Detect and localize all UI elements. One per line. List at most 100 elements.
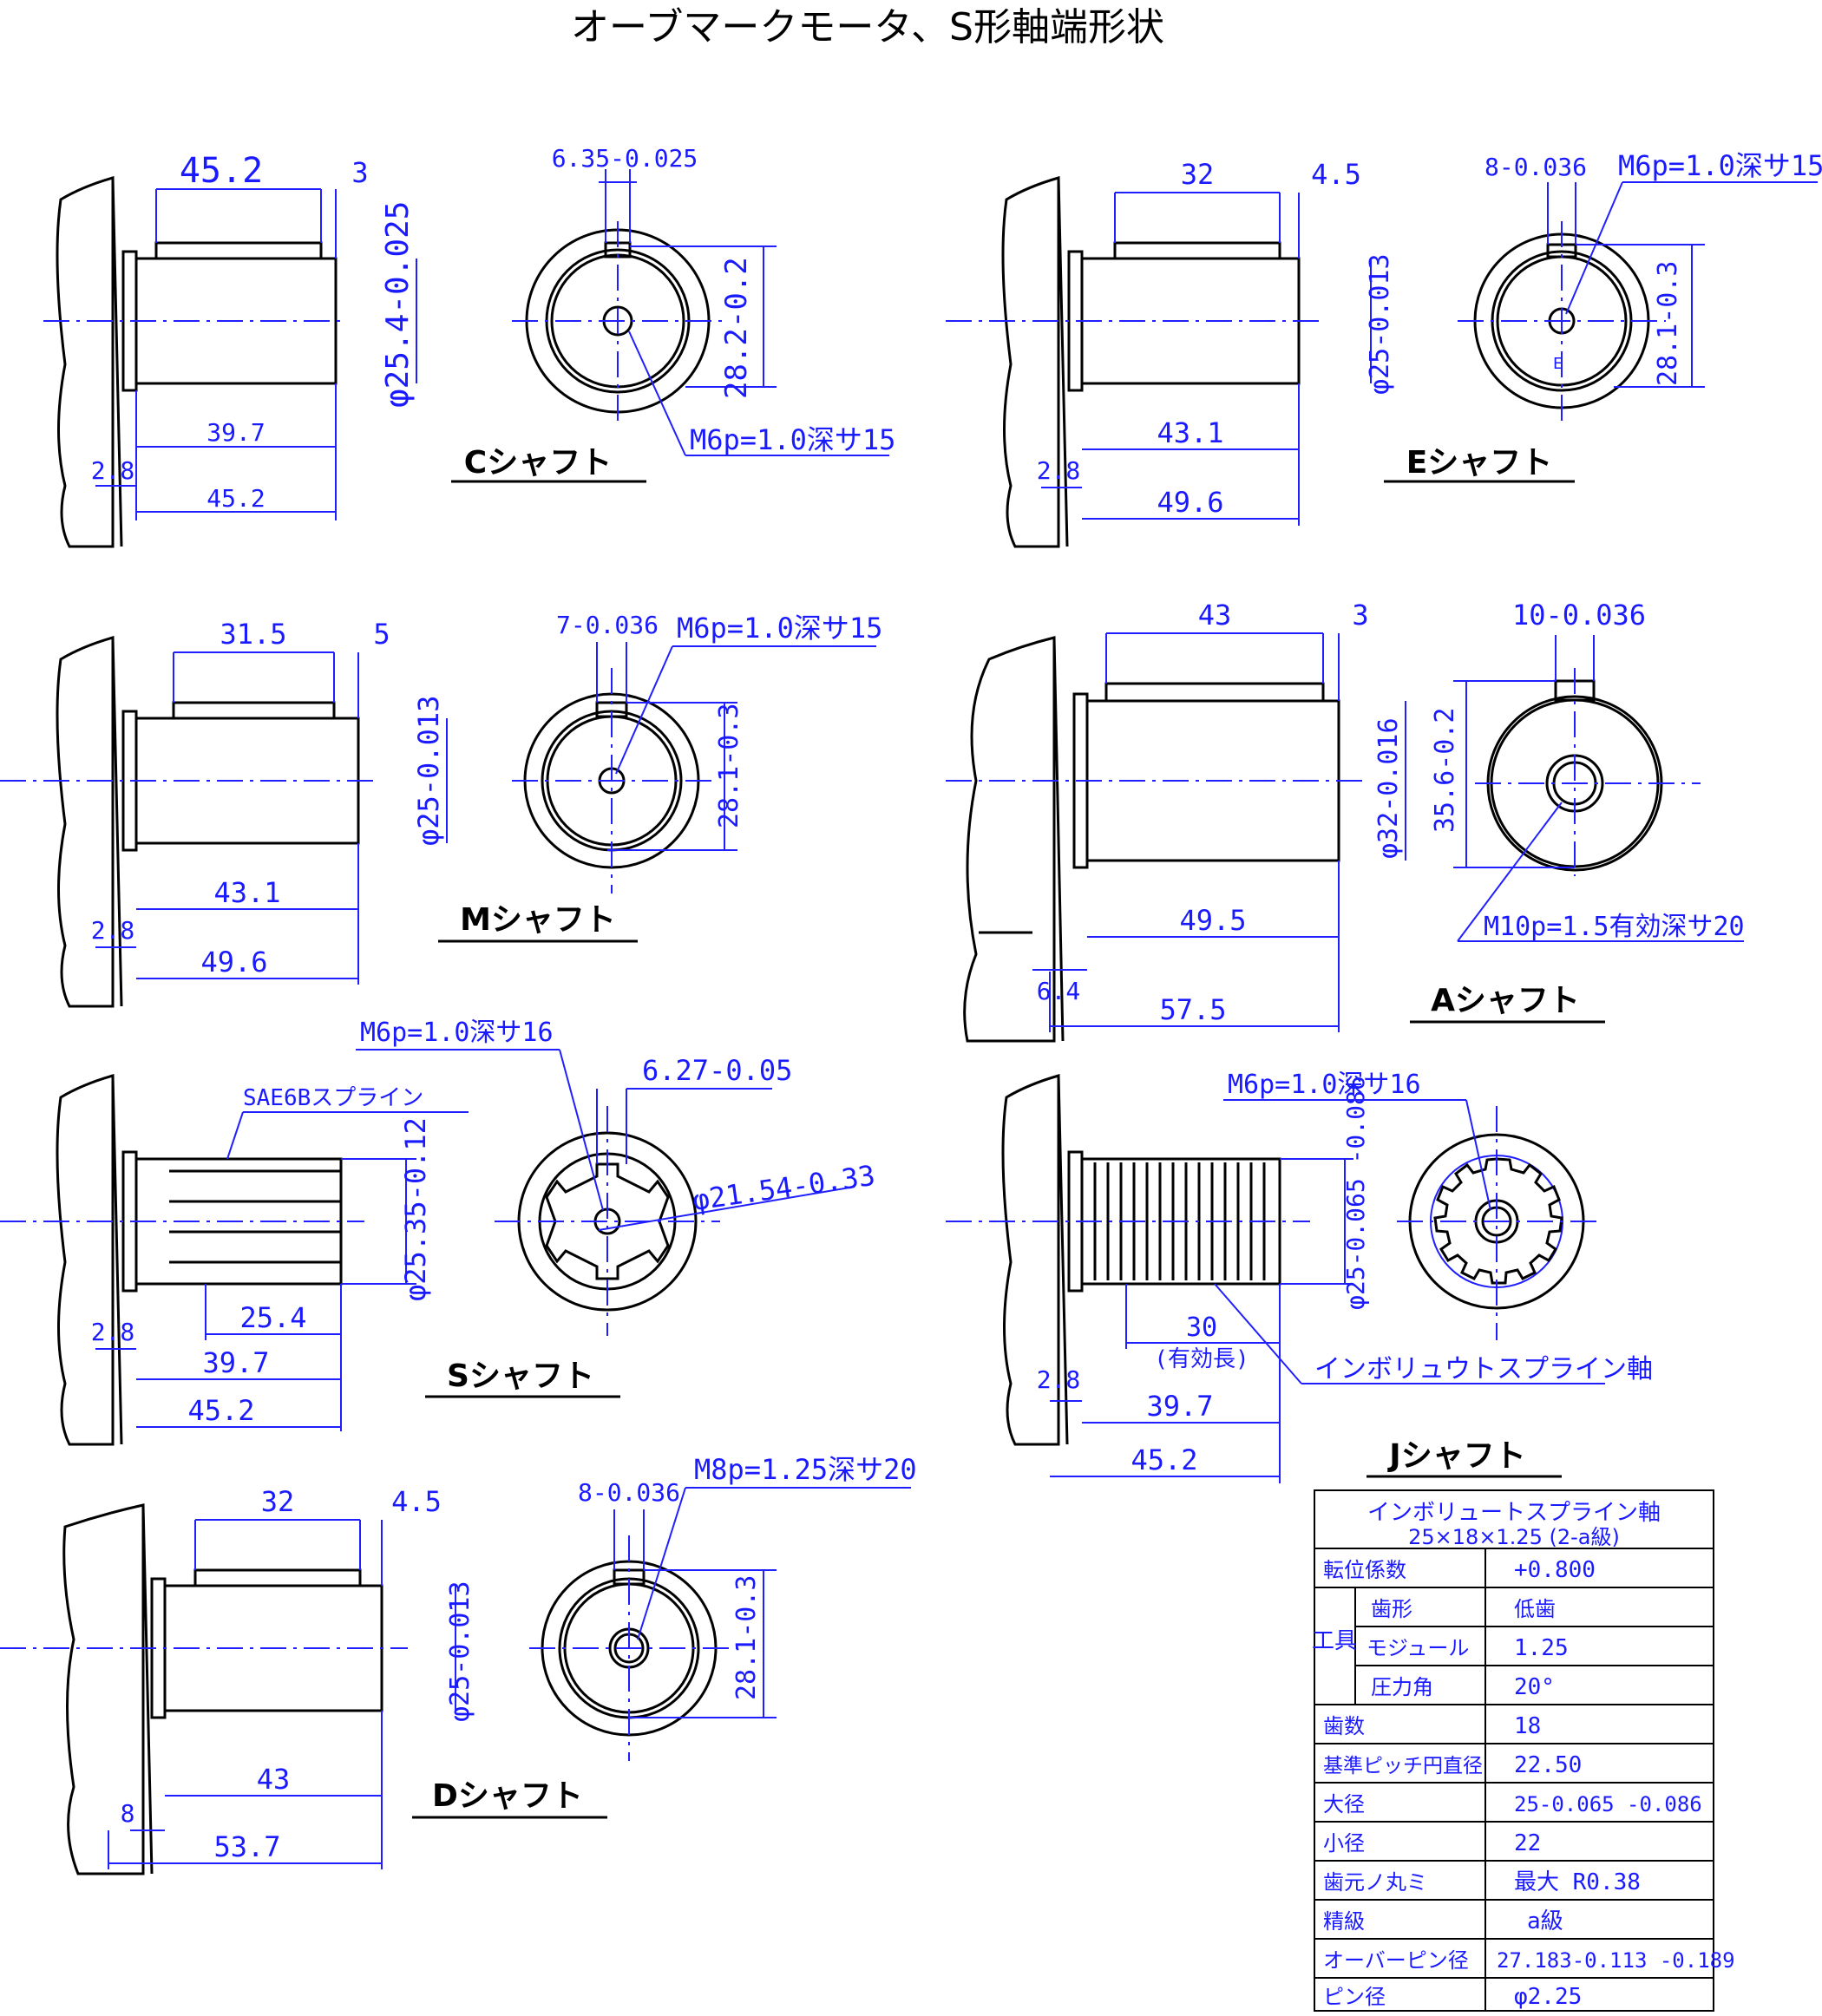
s-minor-dia: φ21.54-0.33 <box>691 1159 877 1217</box>
s-len1: 39.7 <box>202 1346 269 1379</box>
row-value: 27.183-0.113 -0.189 <box>1497 1948 1735 1973</box>
m-shaft-name: Mシャフト <box>460 902 616 938</box>
j-shaft-side-view: φ25-0.065 -0.086 30 (有効長) インボリュウトスプライン軸 … <box>946 1074 1653 1483</box>
d-shaft-end-view: 8-0.036 M8p=1.25深サ20 28.1-0.3 Dシャフト <box>412 1453 917 1819</box>
m-key-width: 7-0.036 <box>556 611 659 639</box>
e-shaft-name: Eシャフト <box>1406 445 1553 481</box>
j-shaft-end-view: M6p=1.0深サ16 Jシャフト <box>1223 1070 1601 1478</box>
c-diameter: φ25.4-0.025 <box>380 201 416 408</box>
table-header-2: 25×18×1.25 (2-a級) <box>1408 1525 1620 1549</box>
e-key-height: 28.1-0.3 <box>1653 261 1683 387</box>
s-shaft-side-view: SAE6Bスプライン φ25.35-0.12 25.4 2.8 39.7 45.… <box>0 1074 469 1446</box>
page-title: オーブマークモータ、S形軸端形状 <box>571 5 1164 49</box>
row-label: 転位係数 <box>1323 1558 1406 1582</box>
e-key-width: 8-0.036 <box>1484 153 1587 181</box>
row-label: 歯形 <box>1371 1597 1412 1621</box>
m-key-length: 31.5 <box>220 618 286 651</box>
row-value: 1.25 <box>1514 1635 1569 1661</box>
j-tap: M6p=1.0深サ16 <box>1228 1070 1421 1100</box>
m-shaft-side-view: 31.5 5 φ25-0.013 43.1 2.8 49.6 <box>0 618 448 1008</box>
s-len-spline: 25.4 <box>239 1301 306 1334</box>
row-label: 歯元ノ丸ミ <box>1323 1870 1427 1895</box>
s-tap: M6p=1.0深サ16 <box>360 1018 554 1048</box>
a-len2: 57.5 <box>1159 993 1226 1026</box>
j-shaft-name: Jシャフト <box>1386 1438 1525 1474</box>
s-shaft-end-view: M6p=1.0深サ16 6.27-0.05 φ21.54-0.33 Sシャフト <box>356 1018 877 1398</box>
m-key-height: 28.1-0.3 <box>714 704 744 829</box>
c-shaft-name: Cシャフト <box>464 445 612 481</box>
e-key-length: 32 <box>1181 158 1215 191</box>
m-flange: 2.8 <box>91 916 135 945</box>
d-len1: 43 <box>257 1763 291 1796</box>
c-shaft-end-view: 6.35-0.025 28.2-0.2 M6p=1.0深サ15 Cシャフト <box>451 144 895 483</box>
a-shaft-end-view: 10-0.036 35.6-0.2 M10p=1.5有効深サ20 Aシャフト <box>1410 599 1745 1024</box>
d-key-height: 28.1-0.3 <box>731 1575 762 1701</box>
row-label: ピン径 <box>1323 1985 1386 2009</box>
row-value: +0.800 <box>1514 1557 1596 1583</box>
c-step: 3 <box>351 156 368 189</box>
s-shaft-name: Sシャフト <box>447 1358 594 1394</box>
e-flange: 2.8 <box>1037 456 1081 485</box>
row-value: 最大 R0.38 <box>1514 1869 1641 1895</box>
m-tap: M6p=1.0深サ15 <box>677 612 882 645</box>
s-flange: 2.8 <box>91 1318 135 1346</box>
row-label: モジュール <box>1366 1636 1469 1660</box>
m-step: 5 <box>373 618 390 651</box>
d-diameter: φ25-0.013 <box>445 1581 475 1722</box>
e-diameter: φ25-0.013 <box>1365 253 1395 395</box>
d-step: 4.5 <box>391 1485 442 1518</box>
row-label: 小径 <box>1323 1831 1365 1856</box>
row-value: 25-0.065 -0.086 <box>1514 1792 1702 1816</box>
j-diameter: φ25-0.065 -0.086 <box>1341 1076 1370 1310</box>
c-tap: M6p=1.0深サ15 <box>690 423 895 456</box>
m-len1: 43.1 <box>213 876 280 909</box>
row-label: 歯数 <box>1323 1714 1365 1738</box>
c-shaft-side-view: 45.2 3 φ25.4-0.025 39.7 2.8 45.2 <box>43 151 417 548</box>
row-label: 大径 <box>1323 1792 1365 1816</box>
row-value: 20° <box>1514 1674 1555 1700</box>
e-step: 4.5 <box>1311 158 1361 191</box>
a-flange: 6.4 <box>1037 977 1081 1005</box>
e-shaft-end-view: 8-0.036 M6p=1.0深サ15 28.1-0.3 E Eシャフト <box>1384 149 1822 483</box>
row-value: φ2.25 <box>1514 1984 1582 2010</box>
s-diameter: φ25.35-0.12 <box>399 1117 432 1301</box>
row-value: 18 <box>1514 1713 1541 1739</box>
tool-group-label: 工具 <box>1312 1628 1357 1654</box>
a-shaft-name: Aシャフト <box>1431 983 1580 1018</box>
d-key-length: 32 <box>261 1485 295 1518</box>
row-label: 精級 <box>1323 1909 1365 1934</box>
a-tap: M10p=1.5有効深サ20 <box>1484 912 1745 942</box>
table-header-1: インボリュートスプライン軸 <box>1367 1500 1661 1526</box>
row-value: 低歯 <box>1514 1597 1556 1621</box>
c-len1: 39.7 <box>206 418 265 447</box>
e-shaft-side-view: 32 4.5 φ25-0.013 43.1 2.8 49.6 <box>946 158 1395 548</box>
c-key-height: 28.2-0.2 <box>719 257 754 399</box>
c-len2: 45.2 <box>206 484 265 513</box>
row-label: 基準ピッチ円直径 <box>1323 1755 1483 1777</box>
m-diameter: φ25-0.013 <box>412 696 445 846</box>
a-step: 3 <box>1352 599 1368 632</box>
j-len2: 45.2 <box>1131 1443 1197 1476</box>
j-effective-label: (有効長) <box>1154 1346 1249 1372</box>
s-spline-label: SAE6Bスプライン <box>243 1085 423 1111</box>
row-value: 22.50 <box>1514 1752 1582 1778</box>
spline-spec-table: インボリュートスプライン軸 25×18×1.25 (2-a級) 工具 転位係数 … <box>1312 1489 1735 2012</box>
d-key-width: 8-0.036 <box>578 1478 680 1507</box>
j-len1: 39.7 <box>1146 1390 1213 1423</box>
row-label: オーバーピン径 <box>1323 1948 1469 1973</box>
row-value: 22 <box>1514 1830 1541 1856</box>
s-len2: 45.2 <box>187 1394 254 1427</box>
row-value: a級 <box>1527 1908 1563 1934</box>
s-key-width: 6.27-0.05 <box>642 1054 792 1087</box>
a-diameter: φ32-0.016 <box>1373 717 1404 859</box>
a-shaft-side-view: 43 3 φ32-0.016 49.5 6.4 57.5 <box>946 599 1406 1043</box>
row-label: 圧力角 <box>1371 1675 1433 1699</box>
j-effective-length: 30 <box>1186 1312 1217 1343</box>
a-len1: 49.5 <box>1179 904 1246 937</box>
m-shaft-end-view: 7-0.036 M6p=1.0深サ15 28.1-0.3 Mシャフト <box>438 611 882 943</box>
c-key-length: 45.2 <box>180 151 263 191</box>
c-flange: 2.8 <box>91 456 135 485</box>
d-shaft-side-view: 32 4.5 φ25-0.013 43 8 53.7 <box>0 1485 475 1875</box>
e-mark: E <box>1553 355 1563 373</box>
